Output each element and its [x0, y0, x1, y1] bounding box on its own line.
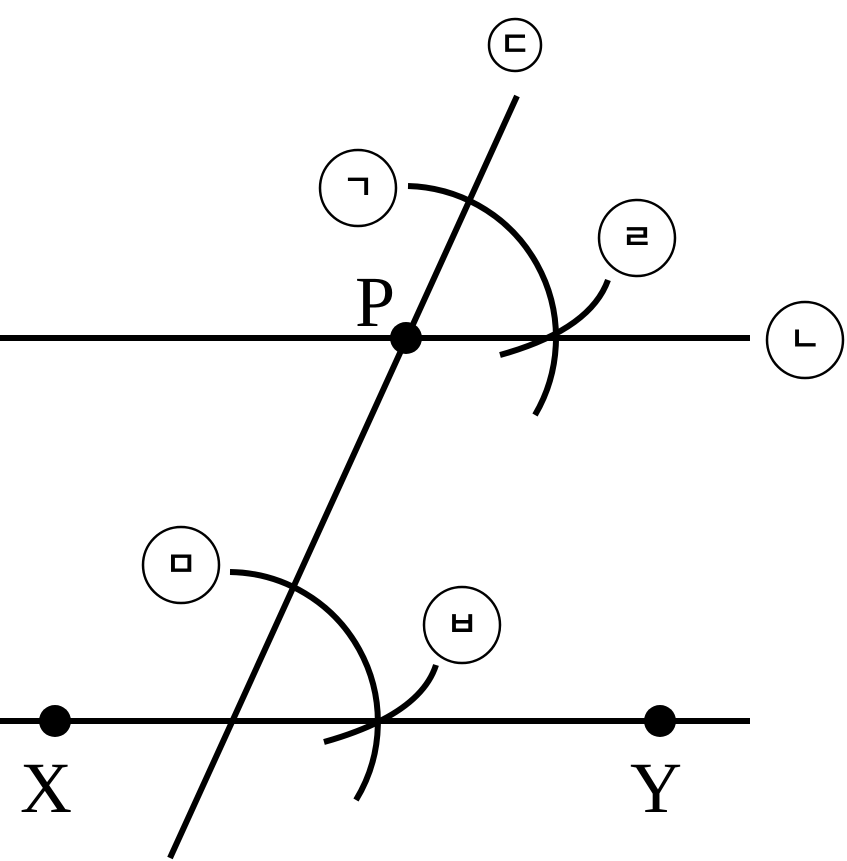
transversal-line	[167, 94, 520, 860]
arc-mieum	[229, 569, 381, 802]
point-y	[644, 705, 676, 737]
marker-rieul: ㄹ	[597, 198, 677, 278]
svg-text:ㅂ: ㅂ	[446, 605, 477, 645]
point-x	[39, 705, 71, 737]
point-p	[390, 322, 422, 354]
arc-rieul	[499, 278, 611, 358]
svg-text:ㄹ: ㄹ	[621, 218, 652, 258]
svg-text:ㅁ: ㅁ	[165, 545, 196, 585]
marker-digeut: ㄷ	[487, 17, 543, 73]
label-x: X	[20, 748, 72, 828]
marker-giyeok: ㄱ	[318, 148, 398, 228]
svg-text:ㄴ: ㄴ	[789, 320, 820, 360]
svg-text:ㄱ: ㄱ	[342, 168, 373, 208]
marker-mieum: ㅁ	[141, 525, 221, 605]
arc-bieup	[323, 664, 439, 745]
marker-nieun: ㄴ	[765, 300, 845, 380]
label-p: P	[355, 262, 395, 342]
marker-bieup: ㅂ	[422, 585, 502, 665]
label-y: Y	[630, 748, 682, 828]
arc-giyeok	[407, 183, 559, 417]
svg-text:ㄷ: ㄷ	[499, 25, 530, 65]
